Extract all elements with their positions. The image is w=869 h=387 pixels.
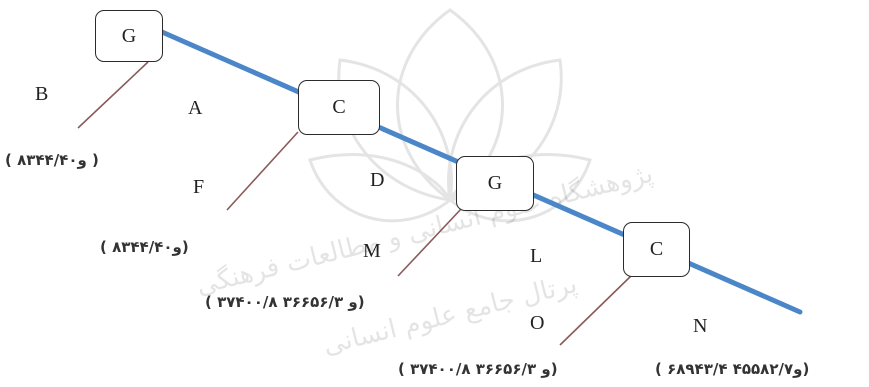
branch-line-3 [397, 207, 463, 277]
branch-line-1 [77, 61, 149, 129]
label-m: M [363, 240, 381, 262]
node-c-2: C [623, 222, 690, 277]
branch-line-2 [226, 131, 299, 211]
label-n: N [693, 315, 708, 337]
label-l: L [530, 245, 543, 267]
label-b: B [35, 83, 49, 105]
node-g-1: G [95, 10, 163, 62]
value-label-2: ( ۸۳۴۴/۴و۰) [100, 238, 189, 256]
value-label-4: ( ۳۷۴۰۰/۸ و ۳۶۶۵۶/۳) [398, 360, 558, 378]
node-c-1: C [298, 80, 380, 135]
label-a: A [188, 97, 203, 119]
value-label-5: ( ۶۸۹۴۳/۴ و۴۵۵۸۲/۷) [655, 360, 810, 378]
label-o: O [530, 312, 545, 334]
label-f: F [193, 176, 205, 198]
value-label-3: ( ۳۷۴۰۰/۸ و ۳۶۶۵۶/۳) [205, 293, 365, 311]
node-g-2: G [456, 156, 534, 211]
value-label-1: ( ۸۳۴۴/۴و۰ ) [5, 151, 99, 169]
branch-line-4 [559, 274, 633, 346]
label-d: D [370, 169, 385, 191]
